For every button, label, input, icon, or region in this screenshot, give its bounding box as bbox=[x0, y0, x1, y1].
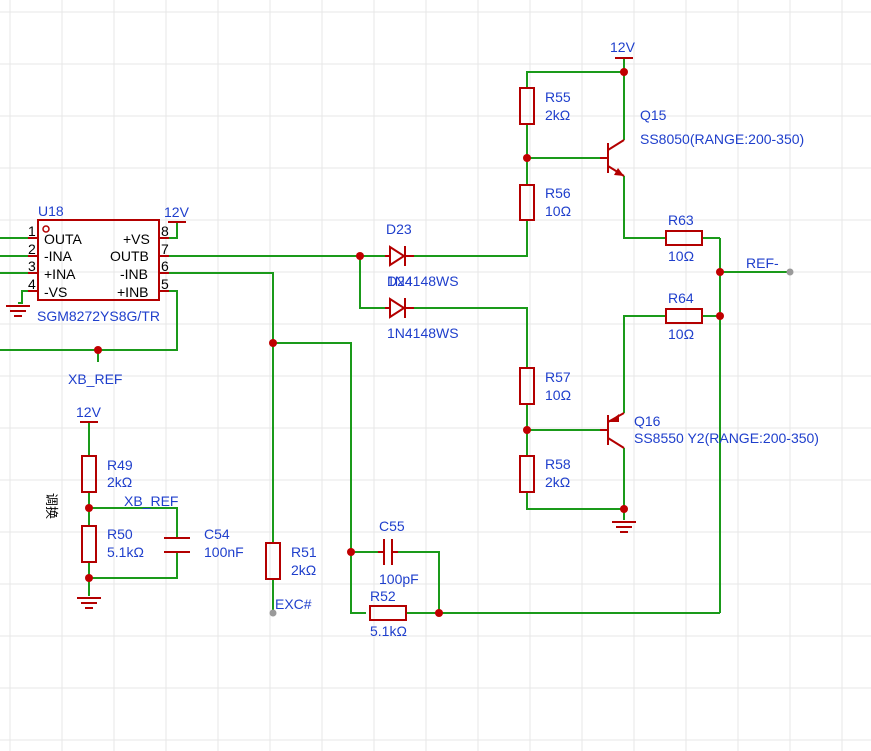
u18-op-amp[interactable]: U18 SGM8272YS8G/TR 1 OUTA 2 -INA 3 +INA … bbox=[28, 203, 169, 324]
q15-part-label: SS8050(RANGE:200-350) bbox=[640, 131, 804, 147]
resistor-r63[interactable]: R63 10Ω bbox=[665, 212, 703, 264]
divider-note: 调换 bbox=[44, 493, 59, 519]
transistor-q15[interactable]: Q15 SS8050(RANGE:200-350) bbox=[600, 107, 804, 177]
r52-ref-label: R52 bbox=[370, 588, 396, 604]
u18-pin-7-name: OUTB bbox=[110, 248, 149, 264]
junction-dots bbox=[85, 68, 724, 617]
u18-ref-label: U18 bbox=[38, 203, 64, 219]
capacitor-c55[interactable]: C55 100pF bbox=[378, 518, 419, 587]
r50-value-label: 5.1kΩ bbox=[107, 544, 144, 560]
resistor-r52[interactable]: R52 5.1kΩ bbox=[369, 588, 407, 639]
net-label-xb-ref-divider: XB_REF bbox=[124, 493, 178, 509]
divider-supply-label: 12V bbox=[76, 404, 102, 420]
r52-value-label: 5.1kΩ bbox=[370, 623, 407, 639]
q16-part-label: SS8550 Y2(RANGE:200-350) bbox=[634, 430, 819, 446]
d23-overlap-ref-label: D24 bbox=[387, 273, 413, 289]
c54-value-label: 100nF bbox=[204, 544, 244, 560]
u18-pin-4-num: 4 bbox=[28, 276, 36, 292]
resistor-r57[interactable]: R57 10Ω bbox=[519, 367, 571, 405]
r51-ref-label: R51 bbox=[291, 544, 317, 560]
u18-pin-4-name: -VS bbox=[44, 284, 67, 300]
power-12v-divider: 12V bbox=[76, 404, 102, 423]
resistor-r49[interactable]: R49 2kΩ bbox=[81, 455, 133, 493]
diode-d23[interactable]: D23 D24 1N4148WS bbox=[385, 221, 459, 289]
r57-ref-label: R57 bbox=[545, 369, 571, 385]
ref-minus-port bbox=[786, 268, 794, 276]
u18-pin-5-name: +INB bbox=[117, 284, 149, 300]
c54-ref-label: C54 bbox=[204, 526, 230, 542]
u18-supply-label: 12V bbox=[164, 204, 190, 220]
resistor-r55[interactable]: R55 2kΩ bbox=[519, 87, 571, 125]
resistor-r56[interactable]: R56 10Ω bbox=[519, 184, 571, 221]
power-12v-q15: 12V bbox=[610, 39, 636, 59]
q16-ref-label: Q16 bbox=[634, 413, 661, 429]
u18-pin-8-name: +VS bbox=[123, 231, 150, 247]
ground-symbol bbox=[6, 305, 30, 317]
c55-ref-label: C55 bbox=[379, 518, 405, 534]
resistor-r50[interactable]: R50 5.1kΩ bbox=[81, 525, 144, 563]
d23-value-label: 1N4148WS bbox=[387, 273, 459, 289]
ground-divider bbox=[77, 597, 101, 609]
u18-pin-2-name: -INA bbox=[44, 248, 73, 264]
r55-value-label: 2kΩ bbox=[545, 107, 570, 123]
r63-value-label: 10Ω bbox=[668, 248, 694, 264]
r49-ref-label: R49 bbox=[107, 457, 133, 473]
u18-pin-1-name: OUTA bbox=[44, 231, 83, 247]
r64-ref-label: R64 bbox=[668, 290, 694, 306]
u18-pin-5-num: 5 bbox=[161, 276, 169, 292]
q15-ref-label: Q15 bbox=[640, 107, 667, 123]
u18-pin-8-num: 8 bbox=[161, 223, 169, 239]
u18-part-label: SGM8272YS8G/TR bbox=[37, 308, 160, 324]
r58-ref-label: R58 bbox=[545, 456, 571, 472]
u18-pin-6-name: -INB bbox=[120, 266, 148, 282]
wires bbox=[0, 58, 790, 614]
r49-value-label: 2kΩ bbox=[107, 474, 132, 490]
r55-ref-label: R55 bbox=[545, 89, 571, 105]
u18-pin-3-name: +INA bbox=[44, 266, 76, 282]
d24-value-label: 1N4148WS bbox=[387, 325, 459, 341]
u18-pin-2-num: 2 bbox=[28, 241, 36, 257]
r63-ref-label: R63 bbox=[668, 212, 694, 228]
r50-ref-label: R50 bbox=[107, 526, 133, 542]
c55-value-label: 100pF bbox=[379, 571, 419, 587]
net-label-ref-minus: REF- bbox=[746, 255, 779, 271]
q15-supply-label: 12V bbox=[610, 39, 636, 55]
capacitor-c54[interactable]: C54 100nF bbox=[164, 526, 244, 560]
net-label-exc: EXC# bbox=[275, 596, 312, 612]
resistor-r51[interactable]: R51 2kΩ bbox=[265, 542, 317, 580]
d23-ref-label: D23 bbox=[386, 221, 412, 237]
power-12v-u18: 12V bbox=[164, 204, 190, 223]
r51-value-label: 2kΩ bbox=[291, 562, 316, 578]
r56-value-label: 10Ω bbox=[545, 203, 571, 219]
u18-pin-7-num: 7 bbox=[161, 241, 169, 257]
diode-d24[interactable]: 1N4148WS bbox=[385, 297, 459, 341]
u18-pin-1-num: 1 bbox=[28, 223, 36, 239]
resistor-r58[interactable]: R58 2kΩ bbox=[519, 455, 571, 493]
exc-port bbox=[269, 609, 277, 617]
net-label-xb-ref: XB_REF bbox=[68, 371, 122, 387]
r64-value-label: 10Ω bbox=[668, 326, 694, 342]
ground-q16 bbox=[612, 521, 636, 533]
u18-pin-3-num: 3 bbox=[28, 258, 36, 274]
u18-pin-6-num: 6 bbox=[161, 258, 169, 274]
r56-ref-label: R56 bbox=[545, 185, 571, 201]
r57-value-label: 10Ω bbox=[545, 387, 571, 403]
transistor-q16[interactable]: Q16 SS8550 Y2(RANGE:200-350) bbox=[600, 412, 819, 449]
resistor-r64[interactable]: R64 10Ω bbox=[665, 290, 703, 342]
r58-value-label: 2kΩ bbox=[545, 474, 570, 490]
